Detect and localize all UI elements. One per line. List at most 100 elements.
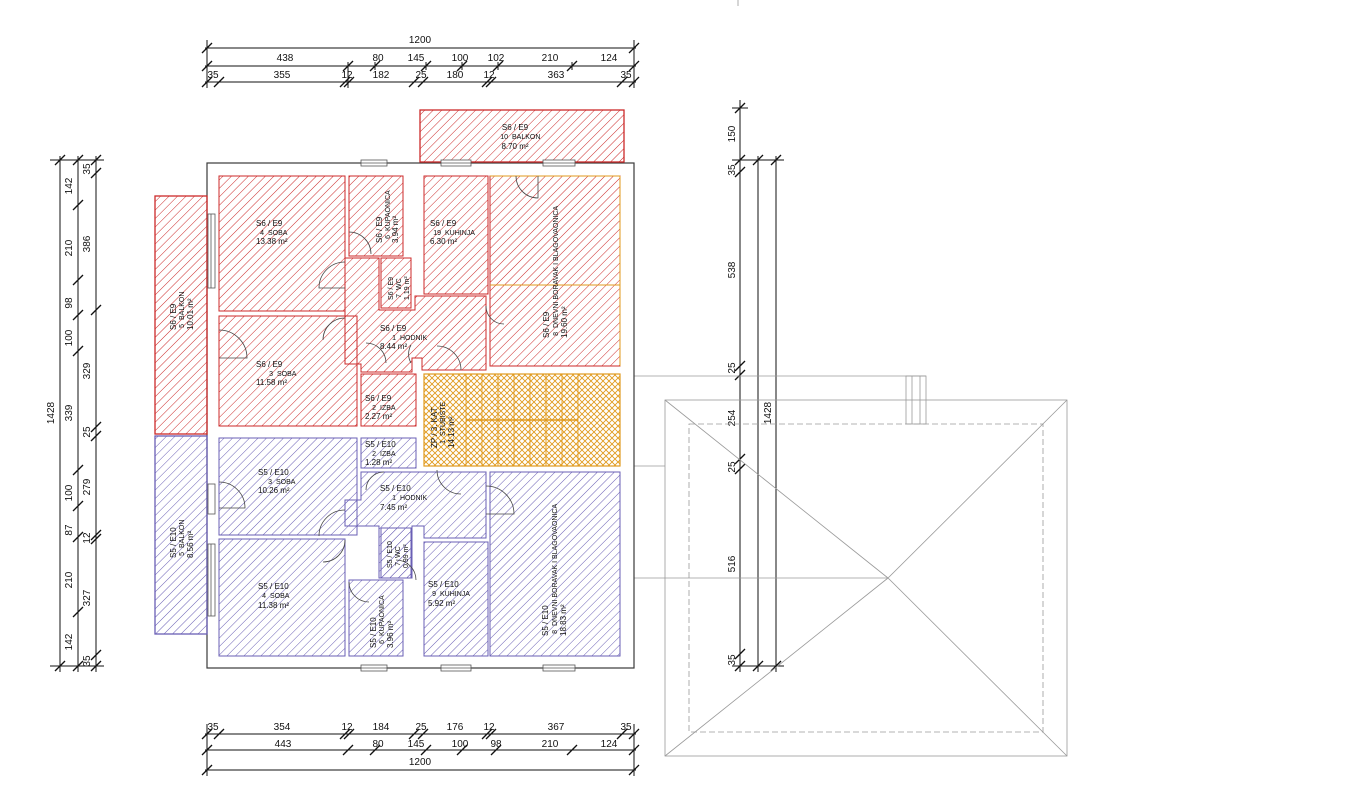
room-number: 8	[552, 630, 559, 634]
door-swings	[218, 175, 539, 603]
dim-left-total: 1428	[46, 401, 57, 424]
dim-bottom-row2: 443 80 145 100 98 210 124	[275, 739, 618, 750]
room-name: KUPAONICA	[385, 190, 392, 231]
dim-bottom-row1: 35 354 12 184 25 176 12 367 35	[207, 722, 632, 733]
room-code: S5 / E10	[369, 617, 378, 648]
dim-label: 124	[601, 53, 618, 64]
dim-label: 80	[372, 53, 384, 64]
room-area: 3.96 m²	[386, 621, 395, 648]
windows	[207, 159, 576, 672]
label-s5-kupaonica: S5 / E10 6 KUPAONICA 3.96 m²	[369, 595, 395, 648]
label-s5-balkon: S5 / E10 5 BALKON 8.56 m²	[169, 520, 195, 558]
left-dimensions	[50, 154, 104, 672]
room-number: 2	[372, 451, 376, 458]
dim-label: 80	[372, 739, 384, 750]
room-area: 1.28 m²	[365, 458, 392, 467]
room-code: S5 / E10	[380, 484, 411, 493]
room-name: WC	[395, 546, 402, 558]
room-s5-hodnik	[344, 471, 487, 579]
room-name: IZBA	[380, 451, 396, 458]
label-s6-izba: S6 / E9 2 IZBA 2.27 m²	[365, 394, 396, 421]
dim-label: 102	[488, 53, 505, 64]
room-name: HODNIK	[400, 495, 428, 502]
room-s5-wc	[380, 527, 412, 579]
room-s6-izba	[360, 373, 417, 427]
room-number: 7	[396, 294, 403, 298]
room-code: S6 / E9	[430, 219, 457, 228]
dim-label: 25	[415, 70, 427, 81]
room-area: 13.38 m²	[256, 237, 288, 246]
dim-right-total: 1428	[763, 401, 774, 424]
room-area: 11.38 m²	[258, 601, 289, 610]
room-code: S5 / E10	[387, 541, 394, 568]
stair-treads	[465, 374, 579, 466]
room-number: 1	[392, 335, 396, 342]
room-number: 9	[432, 591, 436, 598]
label-s5-dnevni: S5 / E10 8 DNEVNI BORAVAK I BLAGOVAONICA…	[541, 504, 568, 636]
room-number: 10	[500, 134, 508, 141]
room-code: S6 / E9	[388, 277, 395, 300]
room-s5-soba-3	[218, 437, 358, 536]
dim-label: 443	[275, 739, 292, 750]
room-s6-soba-3	[218, 315, 358, 427]
room-code: S6 / E9	[256, 360, 283, 369]
dim-label: 210	[64, 239, 75, 256]
room-area: 10.01 m²	[186, 298, 195, 330]
room-code: S6 / E9	[502, 123, 529, 132]
room-area: 8.70 m²	[501, 142, 528, 151]
room-s5-balkon	[154, 435, 208, 635]
room-s6-kupaonica	[348, 175, 404, 257]
room-code: S5 / E10	[258, 468, 289, 477]
room-s5-kupaonica	[348, 579, 404, 657]
dim-label: 142	[64, 177, 75, 194]
dim-label: 367	[548, 722, 565, 733]
dim-label: 279	[82, 478, 93, 495]
dim-label: 25	[727, 362, 738, 374]
room-name: BALKON	[179, 520, 186, 548]
room-name: KUHINJA	[445, 230, 475, 237]
dim-label: 25	[82, 426, 93, 438]
room-number: 1	[440, 440, 447, 444]
dim-label: 184	[373, 722, 390, 733]
dim-label: 35	[620, 70, 632, 81]
label-s6-soba-4: S6 / E9 4 SOBA 13.38 m²	[256, 219, 288, 246]
dim-label: 182	[373, 70, 390, 81]
room-name: STUBIŠTE	[438, 401, 447, 436]
label-s5-soba-3: S5 / E10 3 SOBA 10.26 m²	[258, 468, 296, 495]
dim-label: 35	[207, 722, 219, 733]
label-s5-hodnik: S5 / E10 1 HODNIK 7.45 m²	[380, 484, 428, 512]
room-code: S6 / E9	[256, 219, 283, 228]
dim-label: 176	[447, 722, 464, 733]
room-area: 0.99 m²	[403, 544, 410, 568]
bottom-dimensions	[201, 724, 640, 776]
room-name: BALKON	[179, 292, 186, 320]
room-number: 6	[385, 235, 392, 239]
room-number: 8	[553, 332, 560, 336]
dim-label: 100	[64, 484, 75, 501]
dim-label: 35	[82, 655, 93, 667]
room-code: S6 / E9	[542, 311, 551, 338]
room-area: 7.45 m²	[380, 503, 407, 512]
label-s6-dnevni: S6 / E9 8 DNEVNI BORAVAK I BLAGOVAONICA …	[542, 206, 569, 338]
label-s6-wc: S6 / E9 7 WC 1.19 m²	[388, 276, 411, 300]
room-number: 3	[269, 371, 273, 378]
dim-label: 12	[82, 532, 93, 544]
room-s6-balkon-top	[419, 109, 625, 163]
room-code: S5 / E10	[428, 580, 459, 589]
dim-label: 438	[277, 53, 294, 64]
room-name: HODNIK	[400, 335, 428, 342]
room-name: DNEVNI BORAVAK I BLAGOVAONICA	[552, 504, 559, 626]
dim-label: 87	[64, 524, 75, 536]
room-name: BALKON	[512, 134, 540, 141]
dim-label: 12	[483, 70, 495, 81]
dim-label: 12	[341, 722, 353, 733]
dim-label: 98	[490, 739, 502, 750]
dim-label: 35	[727, 654, 738, 666]
room-s5-soba-4	[218, 538, 346, 657]
dim-label: 210	[64, 571, 75, 588]
dim-label: 150	[727, 125, 738, 142]
dim-label: 12	[483, 722, 495, 733]
room-s6-wc	[380, 257, 412, 309]
room-area: 8.56 m²	[186, 531, 195, 558]
